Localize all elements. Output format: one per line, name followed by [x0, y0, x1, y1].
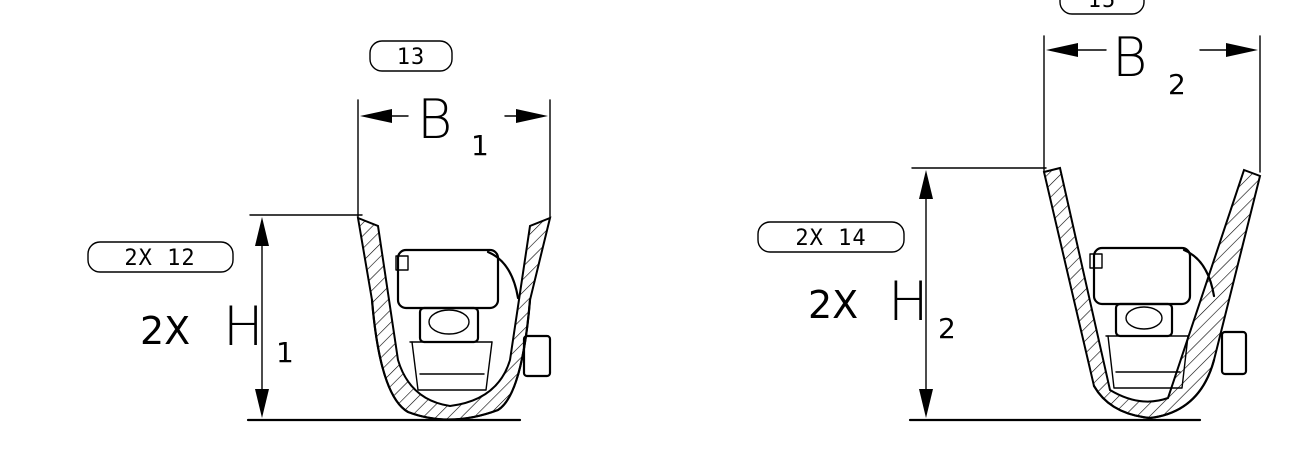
left-width-callout-text: 13: [397, 45, 426, 70]
left-width-callout-tag: 13: [369, 40, 453, 72]
right-width-arrow-right: [1226, 43, 1258, 57]
left-mechanism: [395, 248, 552, 391]
right-height-arrow-bottom: [919, 389, 933, 418]
right-width-callout-tag: 15: [1059, 0, 1145, 15]
right-mechanism: [1089, 246, 1248, 389]
left-height-arrow-top: [255, 217, 269, 246]
right-view: 15 B 2 2X 14 2X H 2: [757, 0, 1262, 422]
right-shell-section: [1042, 166, 1262, 420]
right-height-multiplier: 2X: [808, 283, 858, 327]
left-height-arrow-bottom: [255, 389, 269, 418]
left-height-subscript: 1: [276, 336, 294, 369]
right-width-arrow-left: [1046, 43, 1078, 57]
left-width-arrow-right: [516, 109, 548, 123]
left-height-callout-tag: 2X 12: [87, 241, 234, 273]
left-height-callout-text: 2X 12: [124, 246, 195, 271]
left-height-symbol: H: [223, 295, 264, 358]
right-height-callout-text: 2X 14: [795, 226, 866, 251]
right-height-callout-tag: 2X 14: [757, 221, 905, 253]
left-width-symbol: B: [417, 88, 452, 151]
right-width-symbol: B: [1112, 26, 1147, 89]
right-height-arrow-top: [919, 170, 933, 199]
right-width-subscript: 2: [1168, 68, 1186, 101]
right-width-callout-text: 15: [1088, 0, 1117, 13]
right-height-symbol: H: [888, 270, 929, 333]
left-view: 13 B 1 2X 12 2X H 1: [87, 40, 552, 422]
left-width-arrow-left: [360, 109, 392, 123]
left-height-multiplier: 2X: [140, 309, 190, 353]
right-height-subscript: 2: [938, 312, 956, 345]
left-width-subscript: 1: [471, 129, 489, 162]
